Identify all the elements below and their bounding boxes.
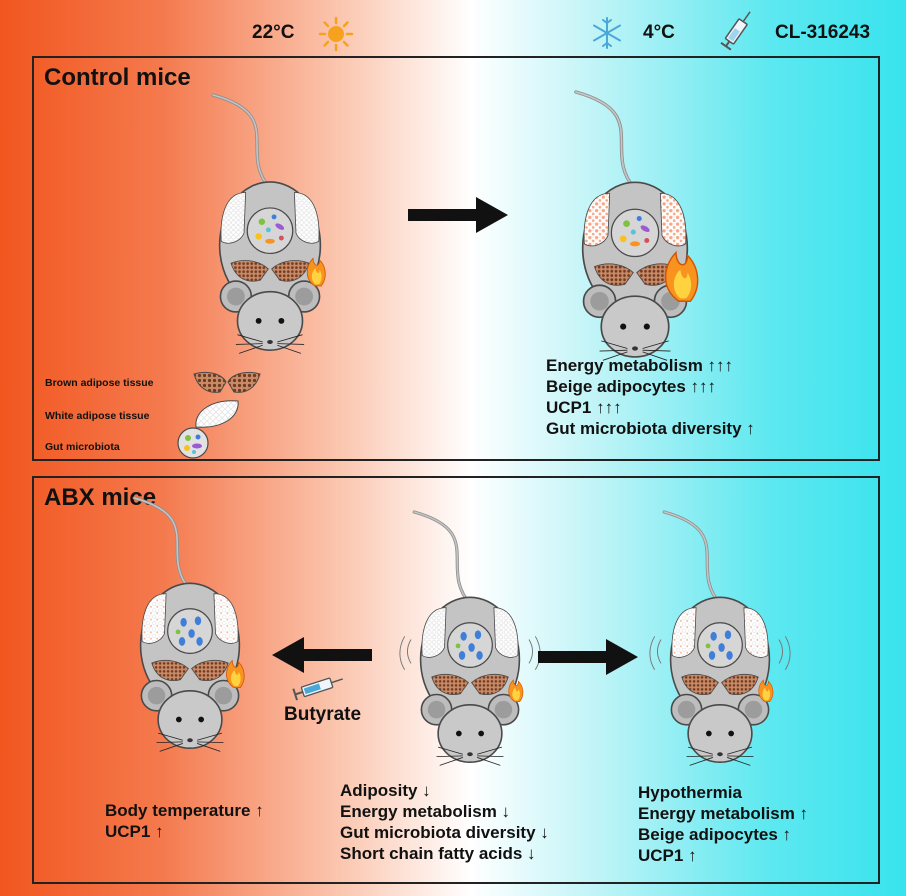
- butyrate-label: Butyrate: [284, 704, 362, 725]
- control-outcome: Gut microbiota diversity ↑: [546, 419, 755, 438]
- abx-middle-outcomes-list: Adiposity ↓ Energy metabolism ↓ Gut micr…: [340, 780, 549, 864]
- arrow-right-cl316243: [538, 639, 638, 675]
- abx-middle-outcome: Short chain fatty acids ↓: [340, 844, 536, 863]
- brown-adipose-icon: [193, 371, 261, 393]
- abx-middle-outcome: Gut microbiota diversity ↓: [340, 823, 549, 842]
- butyrate-syringe-icon: [292, 677, 343, 701]
- white-adipose-icon: [195, 400, 239, 428]
- gut-microbiota-icon: [177, 427, 209, 459]
- abx-left-outcomes-list: Body temperature ↑ UCP1 ↑: [105, 800, 264, 842]
- abx-middle-outcome: Adiposity ↓: [340, 781, 431, 800]
- control-mouse-activated: [574, 90, 699, 362]
- abx-right-outcome: Hypothermia: [638, 783, 742, 802]
- control-outcome: Energy metabolism ↑↑↑: [546, 356, 734, 375]
- abx-right-outcome: Energy metabolism ↑: [638, 804, 809, 823]
- abx-right-outcomes-list: Hypothermia Energy metabolism ↑ Beige ad…: [638, 782, 808, 866]
- abx-mouse-center: [399, 510, 541, 767]
- legend-white-adipose-label: White adipose tissue: [45, 410, 150, 422]
- arrow-right-control: [408, 197, 508, 233]
- abx-left-outcome: UCP1 ↑: [105, 822, 164, 841]
- snowflake-icon: [593, 17, 621, 49]
- condition-22c-label: 22°C: [252, 22, 295, 43]
- control-mice-panel: [32, 56, 880, 461]
- control-outcomes-list: Energy metabolism ↑↑↑ Beige adipocytes ↑…: [546, 355, 755, 439]
- control-outcome: UCP1 ↑↑↑: [546, 398, 622, 417]
- abx-mouse-butyrate: [132, 496, 245, 753]
- abx-right-outcome: UCP1 ↑: [638, 846, 697, 865]
- condition-4c-label: 4°C: [643, 22, 675, 43]
- legend-gut-microbiota-label: Gut microbiota: [45, 441, 120, 453]
- abx-middle-outcome: Energy metabolism ↓: [340, 802, 511, 821]
- abx-left-outcome: Body temperature ↑: [105, 801, 264, 820]
- abx-right-outcome: Beige adipocytes ↑: [638, 825, 792, 844]
- condition-cl316243-label: CL-316243: [775, 22, 871, 43]
- abx-mouse-hypothermic: [649, 510, 791, 767]
- syringe-icon: [720, 11, 751, 51]
- legend-brown-adipose-label: Brown adipose tissue: [45, 377, 154, 389]
- control-panel-title: Control mice: [44, 64, 191, 91]
- arrow-left-butyrate: [272, 637, 372, 673]
- control-mouse-baseline: [211, 93, 326, 355]
- control-outcome: Beige adipocytes ↑↑↑: [546, 377, 717, 396]
- abx-mice-panel: [32, 476, 880, 884]
- sun-icon: [318, 16, 354, 52]
